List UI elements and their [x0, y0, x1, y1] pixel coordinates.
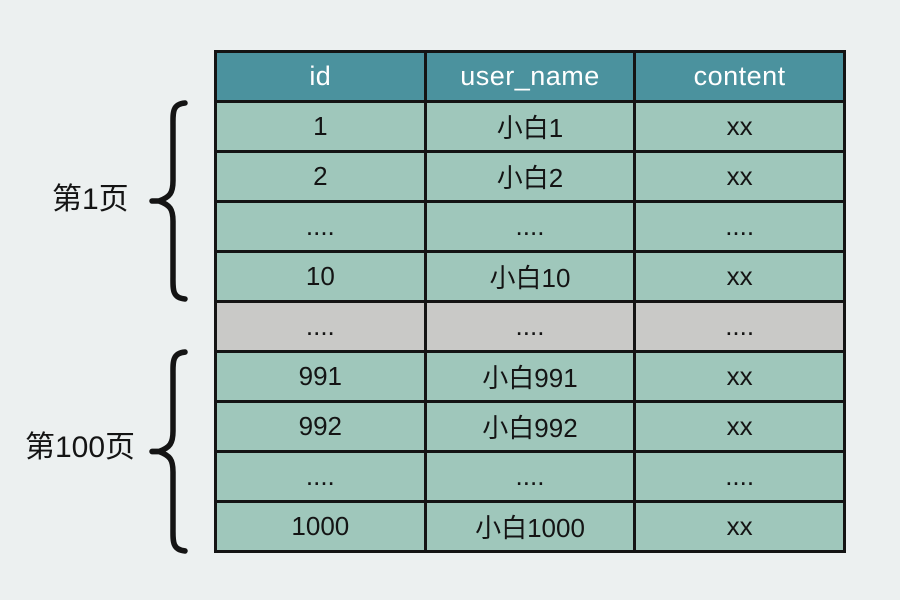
- page-1-brace-group: [149, 100, 189, 302]
- table-row: 992 小白992 xx: [214, 400, 846, 453]
- table-cell: 小白991: [423, 350, 637, 403]
- table-cell: ....: [214, 300, 427, 353]
- page-1-label: 第1页: [52, 183, 129, 216]
- table-cell: xx: [633, 150, 846, 203]
- table-cell: 992: [214, 400, 427, 453]
- table-cell: ....: [214, 200, 427, 253]
- page-100-brace-group: [149, 349, 189, 554]
- table-row: .... .... ....: [214, 200, 846, 253]
- table-row: 10 小白10 xx: [214, 250, 846, 303]
- table-cell: 1000: [214, 500, 427, 553]
- table-row: 991 小白991 xx: [214, 350, 846, 403]
- page-100-label: 第100页: [25, 431, 136, 464]
- table-cell: ....: [423, 450, 637, 503]
- table-cell: 小白10: [423, 250, 637, 303]
- table-cell: ....: [633, 300, 846, 353]
- table-cell: 小白1000: [423, 500, 637, 553]
- table-cell: 小白992: [423, 400, 637, 453]
- table-row: 2 小白2 xx: [214, 150, 846, 203]
- table-cell: 1: [214, 100, 427, 153]
- table-cell: ....: [633, 200, 846, 253]
- column-header-content: content: [633, 50, 846, 103]
- column-header-id: id: [214, 50, 427, 103]
- curly-brace-icon: [149, 100, 188, 302]
- table-row: 1000 小白1000 xx: [214, 500, 846, 553]
- table-cell: xx: [633, 100, 846, 153]
- table-header-row: id user_name content: [214, 50, 846, 103]
- table-gap-row: .... .... ....: [214, 300, 846, 353]
- table-row: .... .... ....: [214, 450, 846, 503]
- table-cell: 小白2: [423, 150, 637, 203]
- table-row: 1 小白1 xx: [214, 100, 846, 153]
- table-cell: 小白1: [423, 100, 637, 153]
- table-cell: ....: [423, 200, 637, 253]
- table-cell: 2: [214, 150, 427, 203]
- table-cell: ....: [633, 450, 846, 503]
- column-header-user-name: user_name: [423, 50, 637, 103]
- table-cell: ....: [214, 450, 427, 503]
- table-cell: ....: [423, 300, 637, 353]
- table-cell: 991: [214, 350, 427, 403]
- user-table: id user_name content 1 小白1 xx 2 小白2 xx .…: [214, 50, 846, 553]
- curly-brace-icon: [149, 349, 188, 554]
- table-cell: xx: [633, 350, 846, 403]
- table-cell: xx: [633, 400, 846, 453]
- table-cell: xx: [633, 250, 846, 303]
- table-cell: xx: [633, 500, 846, 553]
- table-cell: 10: [214, 250, 427, 303]
